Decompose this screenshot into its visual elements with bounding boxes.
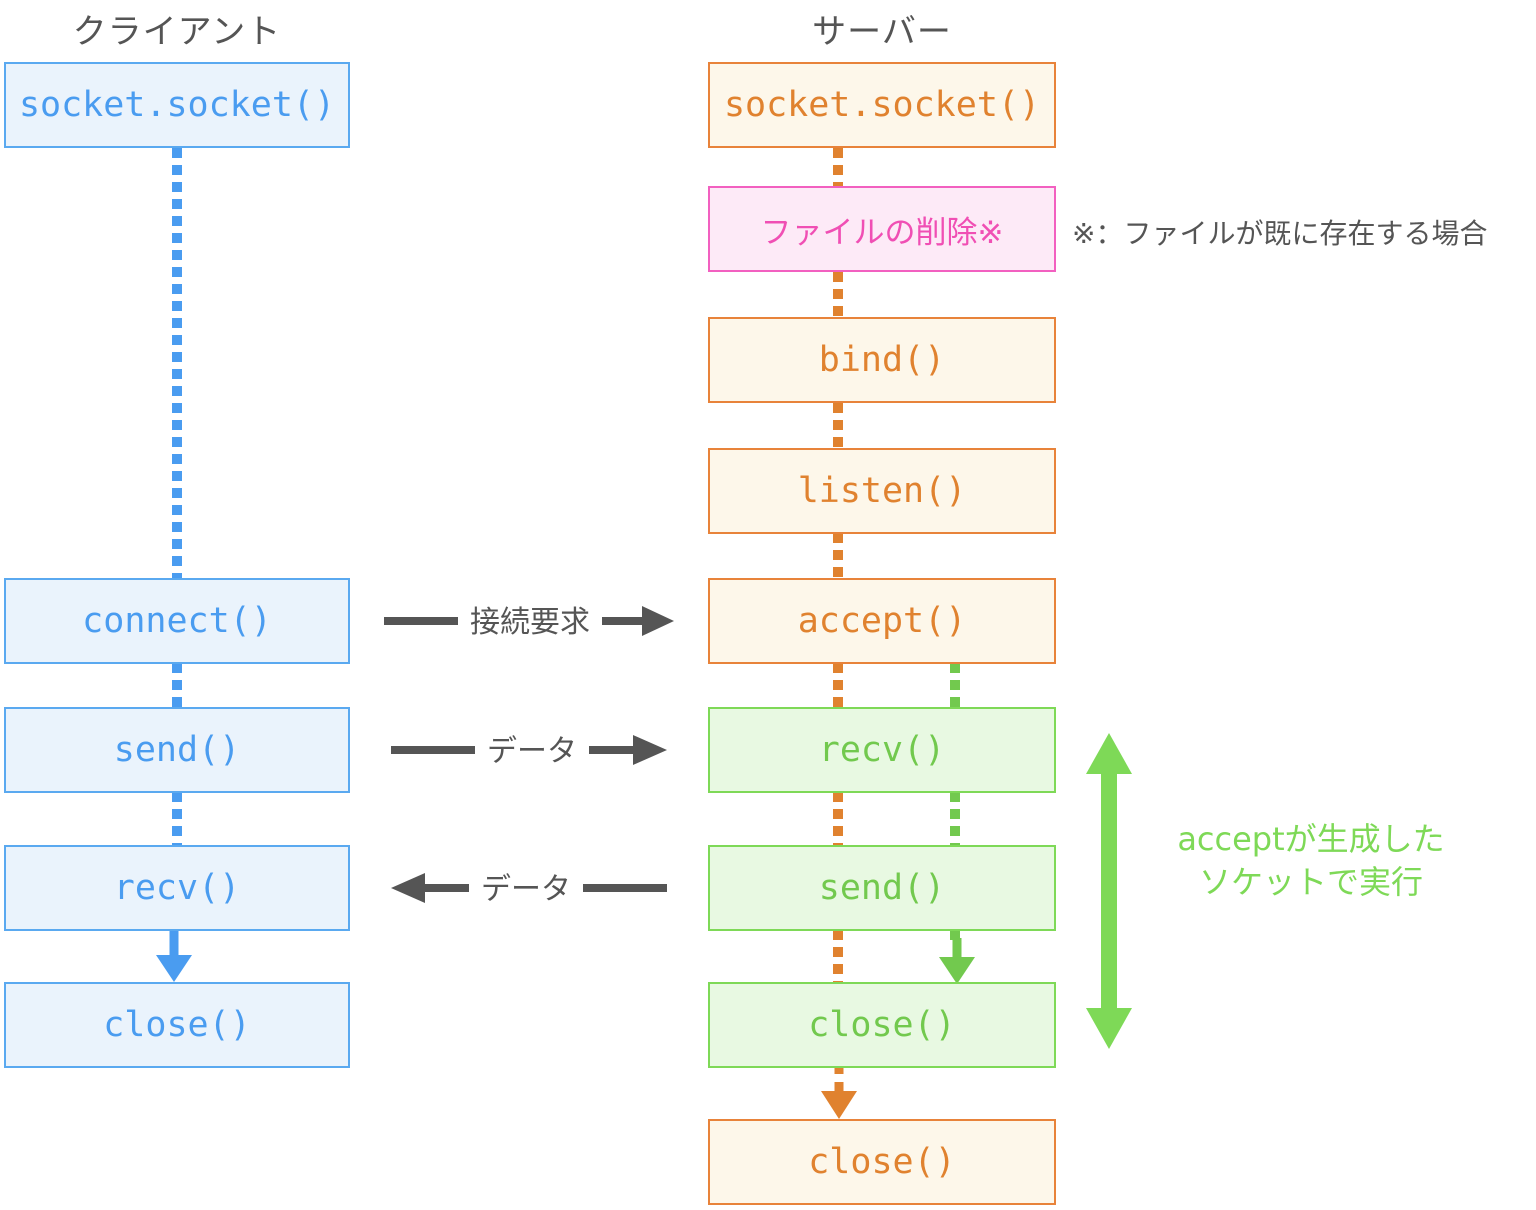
message-connection-request-label: 接続要求 — [470, 605, 590, 640]
server-step-bind[interactable]: bind() — [708, 317, 1056, 403]
message-data-to-server-label: データ — [487, 734, 577, 769]
client-step-recv-label: recv() — [113, 868, 241, 908]
server-connector-send-to-close-listening — [833, 930, 843, 982]
server-step-recv[interactable]: recv() — [708, 707, 1056, 793]
server-connector-recv-to-send-accepted — [950, 792, 960, 845]
server-column-title: サーバー — [812, 12, 952, 52]
client-connector-connect-to-send — [172, 663, 182, 707]
server-step-bind-label: bind() — [818, 340, 946, 380]
message-data-to-client-label: データ — [481, 872, 571, 907]
client-step-send[interactable]: send() — [4, 707, 350, 793]
server-step-accept[interactable]: accept() — [708, 578, 1056, 664]
server-step-file-delete-label: ファイルの削除※ — [760, 214, 1004, 251]
client-step-recv[interactable]: recv() — [4, 845, 350, 931]
line-segment-right-icon — [583, 884, 667, 892]
client-arrow-recv-to-close — [156, 928, 192, 982]
client-step-close[interactable]: close() — [4, 982, 350, 1068]
client-step-connect-label: connect() — [82, 601, 272, 641]
footnote-file-exists: ※：ファイルが既に存在する場合 — [1072, 217, 1488, 250]
server-arrow-to-listening-close — [821, 1065, 857, 1119]
server-step-close-listening-label: close() — [808, 1142, 956, 1182]
client-connector-socket-to-connect — [172, 148, 182, 578]
server-step-send-label: send() — [818, 868, 946, 908]
client-column-title: クライアント — [72, 12, 282, 52]
server-connector-accept-to-recv-listening — [833, 663, 843, 707]
accepted-socket-note-line2: ソケットで実行 — [1198, 863, 1423, 902]
server-step-recv-label: recv() — [818, 730, 946, 770]
server-connector-recv-to-send-listening — [833, 792, 843, 845]
client-step-close-label: close() — [103, 1005, 251, 1045]
message-connection-request: 接続要求 — [378, 591, 680, 651]
client-step-connect[interactable]: connect() — [4, 578, 350, 664]
server-step-file-delete[interactable]: ファイルの削除※ — [708, 186, 1056, 272]
server-step-listen[interactable]: listen() — [708, 448, 1056, 534]
server-connector-filedelete-to-bind — [833, 272, 843, 317]
accepted-socket-note-line1: acceptが生成した — [1177, 820, 1445, 858]
server-connector-bind-to-listen — [833, 403, 843, 448]
server-step-close-accepted-label: close() — [808, 1005, 956, 1045]
server-step-send[interactable]: send() — [708, 845, 1056, 931]
message-data-to-client: データ — [378, 858, 680, 918]
server-step-listen-label: listen() — [797, 471, 967, 511]
accepted-socket-note: acceptが生成した ソケットで実行 — [1146, 818, 1476, 904]
arrow-right-icon — [589, 735, 667, 765]
message-data-to-server: データ — [378, 720, 680, 780]
client-step-socket[interactable]: socket.socket() — [4, 62, 350, 148]
line-segment-left-icon — [384, 617, 458, 625]
client-step-send-label: send() — [113, 730, 241, 770]
server-step-socket[interactable]: socket.socket() — [708, 62, 1056, 148]
arrow-left-icon — [391, 873, 469, 903]
server-arrow-to-accepted-close — [939, 938, 975, 984]
server-connector-socket-to-filedelete — [833, 148, 843, 186]
server-step-accept-label: accept() — [797, 601, 967, 641]
client-step-socket-label: socket.socket() — [18, 85, 336, 125]
server-step-close-accepted[interactable]: close() — [708, 982, 1056, 1068]
server-connector-listen-to-accept — [833, 533, 843, 578]
arrow-right-icon — [602, 606, 674, 636]
line-segment-left-icon — [391, 746, 475, 754]
server-connector-accept-to-recv-accepted — [950, 663, 960, 707]
server-step-socket-label: socket.socket() — [723, 85, 1041, 125]
client-connector-send-to-recv — [172, 792, 182, 845]
server-step-close-listening[interactable]: close() — [708, 1119, 1056, 1205]
accepted-socket-range-arrow — [1086, 733, 1132, 1049]
